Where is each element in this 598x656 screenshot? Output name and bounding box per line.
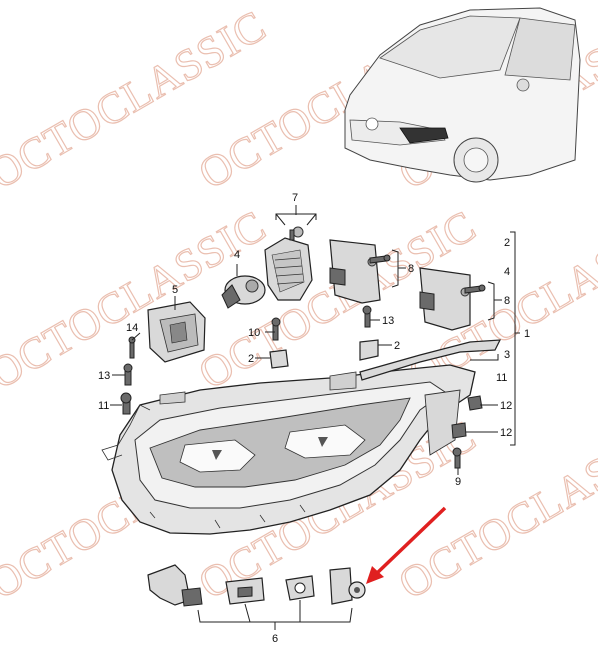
callout-labels: 5 4 7 8 8 2 4 1 3 11 12 12 2 13 10 2 14 … <box>98 192 530 645</box>
red-arrow-icon <box>366 506 447 584</box>
car-thumbnail <box>344 7 581 183</box>
part-2-bracket-right <box>359 339 379 361</box>
part-7-cover <box>264 226 313 301</box>
screw-group <box>120 229 486 469</box>
part-6-bracket-set <box>147 564 366 607</box>
part-2-bracket-left <box>269 349 289 369</box>
callout-5: 5 <box>172 284 178 296</box>
leader-lines <box>110 205 520 630</box>
callout-2-left: 2 <box>248 353 254 365</box>
part-5-led-module <box>147 301 206 363</box>
mirror-icon <box>516 78 530 92</box>
callout-11-left: 11 <box>98 400 109 412</box>
callout-4-right: 4 <box>504 266 510 278</box>
callout-9: 9 <box>455 476 461 488</box>
callout-11-right: 11 <box>496 372 507 384</box>
part-12-clip-lower <box>451 422 467 439</box>
callout-8-a: 8 <box>408 263 414 275</box>
part-12-clip-upper <box>467 395 483 411</box>
callout-7: 7 <box>292 192 298 204</box>
brand-logo-icon <box>365 117 379 131</box>
callout-13-right: 13 <box>382 315 394 327</box>
callout-12-upper: 12 <box>500 400 512 412</box>
callout-14: 14 <box>126 322 138 334</box>
callout-8-b: 8 <box>504 295 510 307</box>
part-8-module-a <box>329 239 381 304</box>
headlight-housing <box>101 364 476 535</box>
callout-2-right: 2 <box>394 340 400 352</box>
callout-12-lower: 12 <box>500 427 512 439</box>
callout-1: 1 <box>524 328 530 340</box>
callout-2-top: 2 <box>504 237 510 249</box>
highlighted-headlight <box>399 127 449 144</box>
part-4-motor <box>221 275 266 309</box>
callout-10: 10 <box>248 327 260 339</box>
callout-4: 4 <box>234 249 240 261</box>
callout-3: 3 <box>504 349 510 361</box>
callout-6: 6 <box>272 633 278 645</box>
part-3-trim-strip <box>359 339 502 381</box>
part-8-module-b <box>419 267 471 331</box>
callout-13-left: 13 <box>98 370 110 382</box>
